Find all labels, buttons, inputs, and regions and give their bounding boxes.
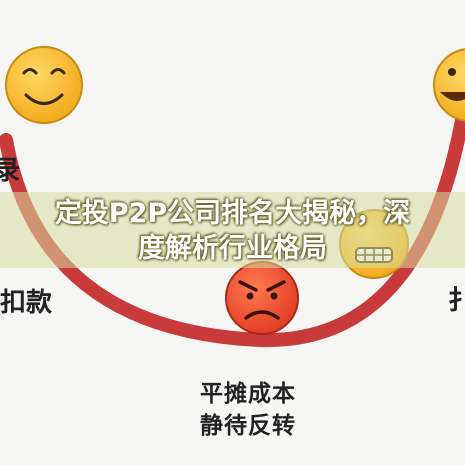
left-label-2: 扣款 (0, 288, 53, 318)
title-line-1: 定投P2P公司排名大揭秘，深 (54, 198, 411, 229)
angry-face-icon (225, 261, 299, 335)
title-line-2: 度解析行业格局 (138, 233, 327, 264)
bottom-label-line2: 静待反转 (200, 413, 296, 439)
title-banner (0, 192, 465, 268)
right-label: 扌 (448, 286, 465, 316)
grinning-face-icon (433, 48, 465, 122)
left-label: 录 (0, 156, 21, 186)
bottom-label-line1: 平摊成本 (200, 381, 296, 407)
article-title: 定投P2P公司排名大揭秘，深 度解析行业格局 (0, 196, 465, 266)
smiling-face-icon (5, 46, 83, 124)
